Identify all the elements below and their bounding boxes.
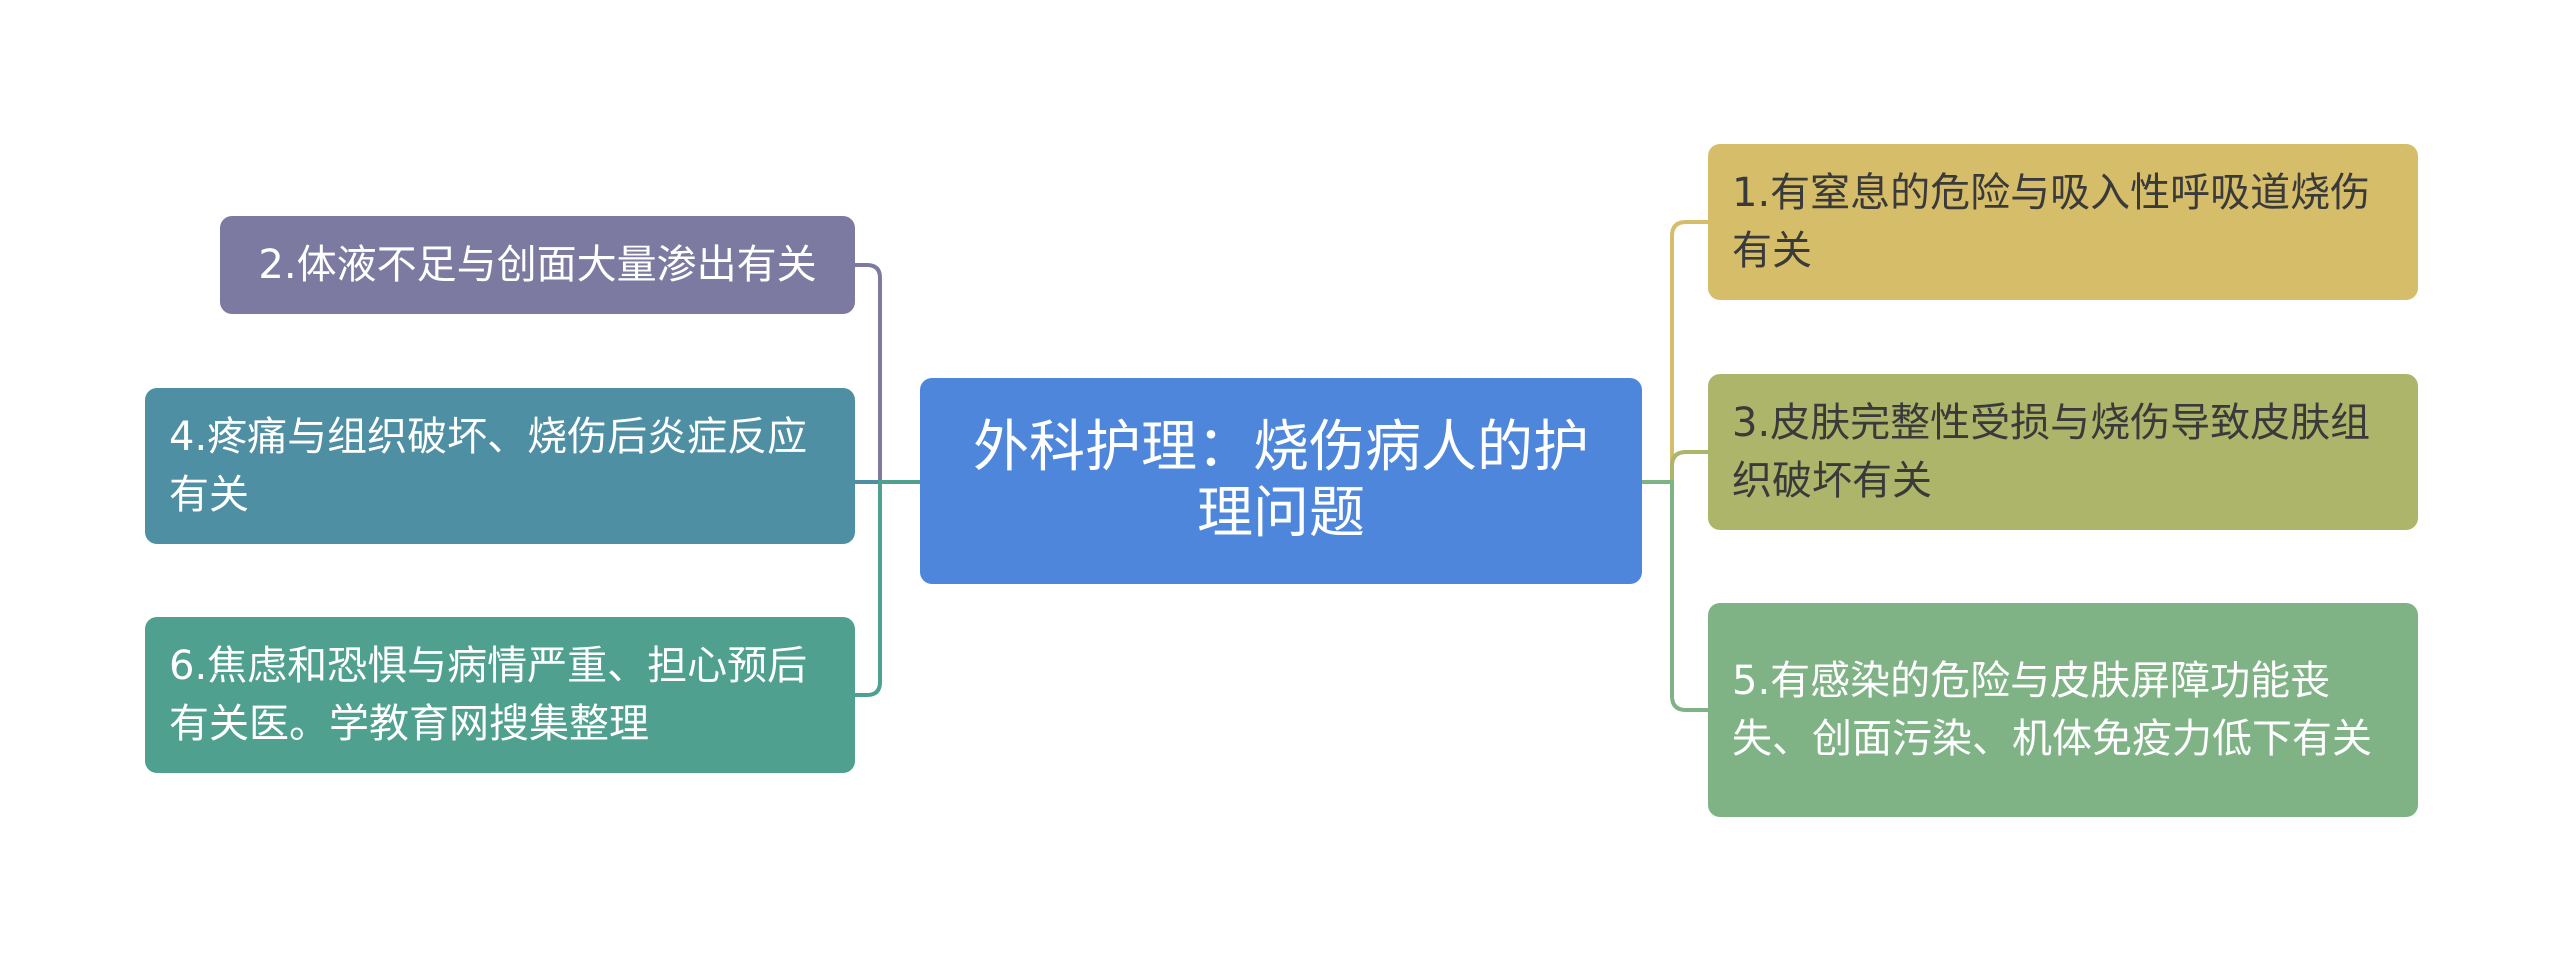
connector-left-6 xyxy=(855,480,920,697)
branch-node-4[interactable]: 4.疼痛与组织破坏、烧伤后炎症反应有关 xyxy=(145,388,855,544)
connector-left-2 xyxy=(855,263,920,484)
connector-right-1 xyxy=(1642,220,1708,484)
central-topic[interactable]: 外科护理：烧伤病人的护理问题 xyxy=(920,378,1642,584)
branch-label-4: 4.疼痛与组织破坏、烧伤后炎症反应有关 xyxy=(169,414,808,518)
branch-label-5: 5.有感染的危险与皮肤屏障功能丧失、创面污染、机体免疫力低下有关 xyxy=(1732,658,2372,762)
branch-label-6: 6.焦虑和恐惧与病情严重、担心预后有关医。学教育网搜集整理 xyxy=(169,643,808,747)
connector-right-5 xyxy=(1642,480,1708,712)
branch-label-3: 3.皮肤完整性受损与烧伤导致皮肤组织破坏有关 xyxy=(1732,400,2371,504)
central-topic-label: 外科护理：烧伤病人的护理问题 xyxy=(973,415,1589,546)
branch-node-6[interactable]: 6.焦虑和恐惧与病情严重、担心预后有关医。学教育网搜集整理 xyxy=(145,617,855,773)
branch-label-2: 2.体液不足与创面大量渗出有关 xyxy=(258,242,817,288)
connector-right-3 xyxy=(1642,450,1708,484)
branch-node-3[interactable]: 3.皮肤完整性受损与烧伤导致皮肤组织破坏有关 xyxy=(1708,374,2418,530)
branch-node-1[interactable]: 1.有窒息的危险与吸入性呼吸道烧伤有关 xyxy=(1708,144,2418,300)
branch-label-1: 1.有窒息的危险与吸入性呼吸道烧伤有关 xyxy=(1732,170,2371,274)
branch-node-5[interactable]: 5.有感染的危险与皮肤屏障功能丧失、创面污染、机体免疫力低下有关 xyxy=(1708,603,2418,817)
branch-node-2[interactable]: 2.体液不足与创面大量渗出有关 xyxy=(220,216,855,314)
